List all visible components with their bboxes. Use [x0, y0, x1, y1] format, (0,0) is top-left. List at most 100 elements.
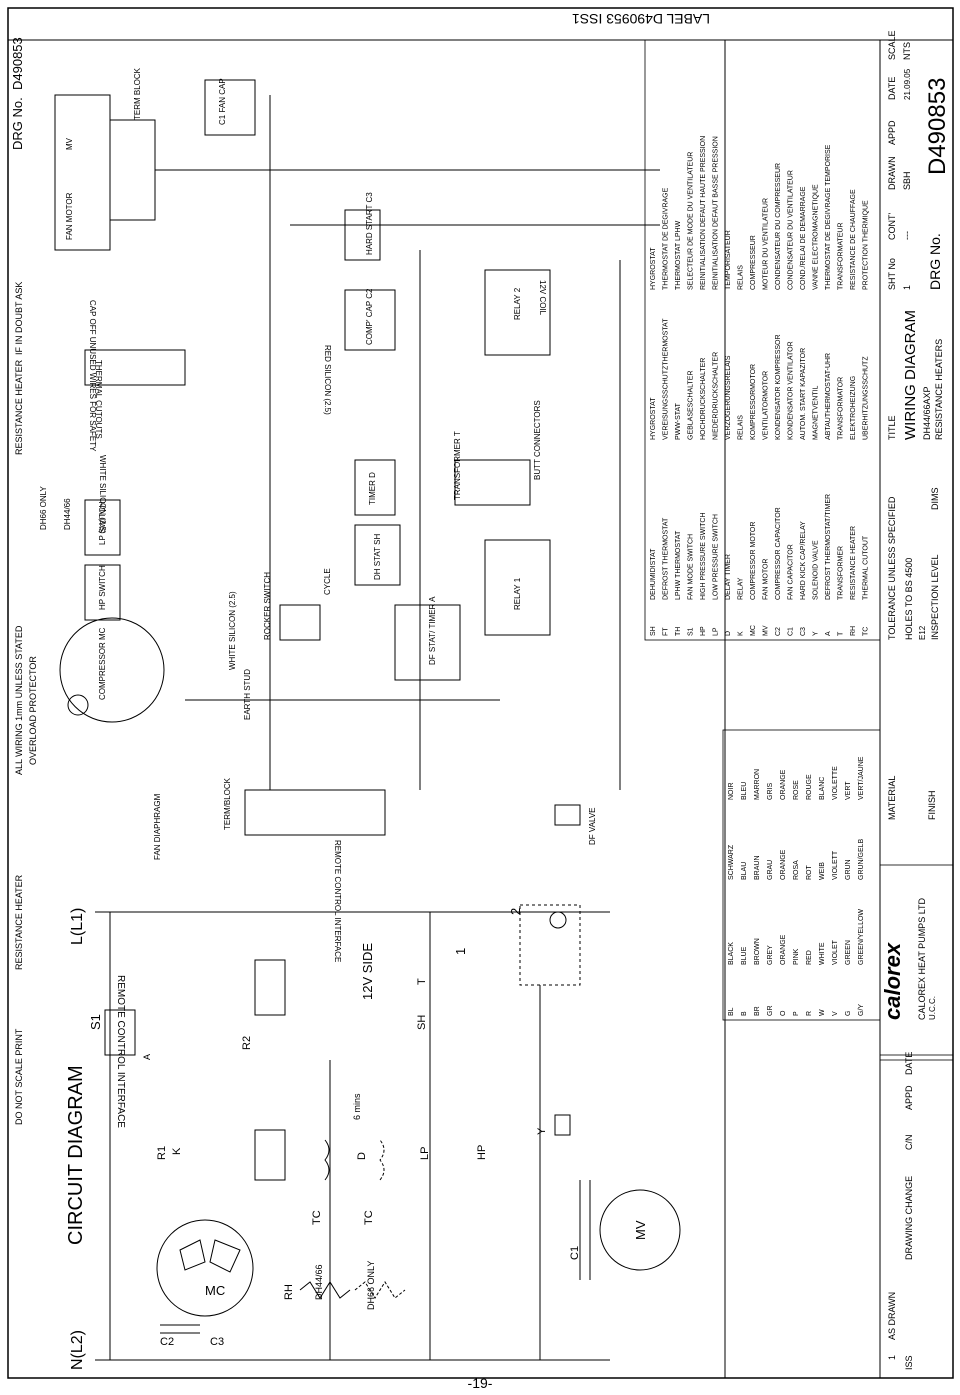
legend-colour-en: VIOLET: [832, 939, 839, 965]
thermal-cutout-tc-1: [324, 1139, 330, 1181]
sheet-label: SHT No: [887, 258, 897, 290]
legend-component-de: KONDENSATOR KOMPRESSOR: [775, 334, 782, 440]
legend-component-code: C2: [775, 627, 782, 636]
legend-colour-code: BL: [728, 1007, 735, 1016]
heater-rh-2: [354, 1281, 406, 1299]
legend-component-code: HP: [700, 626, 707, 636]
revision-header-cn: C/N: [904, 1135, 914, 1151]
df-valve-label: DF VALVE: [588, 808, 597, 846]
revision-header-iss: ISS: [904, 1355, 914, 1370]
legend-colour-de: ROT: [806, 865, 813, 881]
compressor-winding-x: [179, 1239, 206, 1271]
drawing-subtitle-1: DH44/66AXP: [922, 386, 932, 440]
thermal-cutout-tc-2: [379, 1139, 385, 1181]
legend-component-de: HYGROSTAT: [650, 397, 657, 440]
legend-colour-de: GRUN: [845, 859, 852, 880]
legend-component-code: MC: [750, 625, 757, 636]
wiring-labels: FAN MOTOR MV TERM BLOCK C1 FAN CAP CAP O…: [39, 67, 597, 962]
legend-component-fr: PROTECTION THERMIQUE: [863, 200, 870, 290]
r1-label: R1: [156, 1146, 168, 1160]
hp-switch-box: [84, 564, 121, 621]
transformer-label: TRANSFORMER T: [453, 431, 462, 500]
hard-start-c3-label: HARD START C3: [365, 192, 374, 255]
legend-component-fr: THERMOSTAT DE DEGIVRAGE: [663, 187, 670, 290]
drg-no-top: D490853: [10, 37, 25, 90]
comp-cap-c2-label: COMP' CAP C2: [365, 288, 374, 345]
legend-colour-code: W: [819, 1009, 826, 1016]
legend-component-code: D: [725, 631, 732, 636]
c1-fan-cap-label: C1 FAN CAP: [218, 78, 227, 125]
remote-control-interface-label: REMOTE CONTROL INTERFACE: [115, 975, 126, 1128]
wiring-diagram: [54, 79, 660, 836]
fan-motor-label: FAN MOTOR: [65, 192, 74, 240]
fan-capacitor-c1-box: [204, 79, 256, 136]
legend-component-code: TH: [675, 627, 682, 636]
legend-component-fr: THERMOSTAT LPHW: [675, 220, 682, 290]
terminal-block-box: [109, 119, 156, 221]
legend-colour-code: G: [845, 1011, 852, 1016]
legend-colour-en: WHITE: [819, 942, 826, 965]
legend-colour-fr: MARRON: [754, 769, 761, 800]
tolerance-label: TOLERANCE UNLESS SPECIFIED: [887, 496, 897, 640]
legend-colour-en: BROWN: [754, 938, 761, 965]
c1-label: C1: [569, 1246, 581, 1260]
sheet-value: 1: [902, 285, 912, 290]
company-logo-frame: [879, 864, 954, 1056]
legend-colour-de: ROSA: [793, 860, 800, 880]
relay-1-box: [484, 539, 551, 636]
legend-colour-code: BR: [754, 1006, 761, 1016]
legend-component-de: NIEDERDRUCKSCHALTER: [713, 352, 720, 440]
k-label-1: K: [171, 1147, 183, 1155]
date-value: 21.09.05: [903, 68, 912, 100]
legend-colour-de: BLAU: [741, 862, 748, 880]
thermal-cutouts-label: THERMAL CUTOUTS: [94, 360, 103, 439]
drawn-label: DRAWN: [887, 156, 897, 190]
revision-as-drawn: AS DRAWN: [887, 1292, 897, 1340]
legend-component-en: COMPRESSOR MOTOR: [750, 522, 757, 600]
legend-colour-code: V: [832, 1011, 839, 1016]
legend-component-en: HARD KICK CAP/RELAY: [800, 521, 807, 600]
compressor-symbol: [156, 1219, 254, 1317]
six-mins-label: 6 mins: [352, 1093, 362, 1120]
label-reference: LABEL D490953 ISS1: [572, 11, 710, 27]
legend-colour-code: R: [806, 1011, 813, 1016]
tc-label-2: TC: [363, 1210, 375, 1225]
drawn-value: SBH: [902, 171, 912, 190]
legend-component-de: KONDENSATOR VENTILATOR: [788, 341, 795, 440]
cap-off-label: CAP OFF UNUSED WIRES FOR SAFETY: [88, 300, 97, 452]
legend-component-code: T: [838, 631, 845, 636]
revision-header-appd: APPD: [904, 1085, 914, 1110]
terminal-block-rc-box: [244, 789, 386, 836]
relay-2-box: [484, 269, 551, 356]
legend-component-code: K: [738, 631, 745, 636]
legend-component-en: SOLENOID VALVE: [813, 540, 820, 600]
holes-sub-label: E12: [918, 625, 927, 640]
sheet-border: [7, 7, 954, 1379]
if-in-doubt-note: IF IN DOUBT ASK: [14, 282, 24, 355]
drawing-title: WIRING DIAGRAM: [902, 310, 919, 440]
cont-label: CONT': [887, 213, 897, 240]
legend-component-code: C3: [800, 627, 807, 636]
fan-motor-symbol: [599, 1189, 681, 1271]
cont-value: ---: [902, 231, 912, 240]
appd-label: APPD: [887, 120, 897, 145]
transformer-box: [454, 459, 531, 506]
component-legend-rows: SHDEHUMIDISTATHYGROSTATHYGROSTATFTDEFROS…: [650, 136, 870, 636]
legend-component-fr: REINITIALISATION DEFAUT BASSE PRESSION: [713, 136, 720, 290]
drg-no-value: D490853: [924, 78, 951, 175]
circuit-title: CIRCUIT DIAGRAM: [65, 1065, 87, 1245]
cont-label: T: [416, 978, 428, 985]
legend-component-code: SH: [650, 626, 657, 636]
c2-label: C2: [160, 1336, 174, 1348]
d-label: D: [356, 1152, 368, 1160]
revision-iss: 1: [887, 1355, 897, 1360]
12v-coil-label: 12V COIL: [538, 280, 547, 316]
mc-label: MC: [205, 1283, 225, 1298]
hp-label: HP: [476, 1145, 488, 1160]
legend-colour-fr: ROSE: [793, 780, 800, 800]
compressor-winding-v: [209, 1239, 241, 1273]
legend-component-fr: VANNE ELECTROMAGNETIQUE: [813, 184, 820, 290]
legend-component-en: THERMAL CUTOUT: [863, 535, 870, 600]
legend-component-code: Y: [813, 631, 820, 636]
defrost-timer-a-box: [519, 904, 581, 986]
